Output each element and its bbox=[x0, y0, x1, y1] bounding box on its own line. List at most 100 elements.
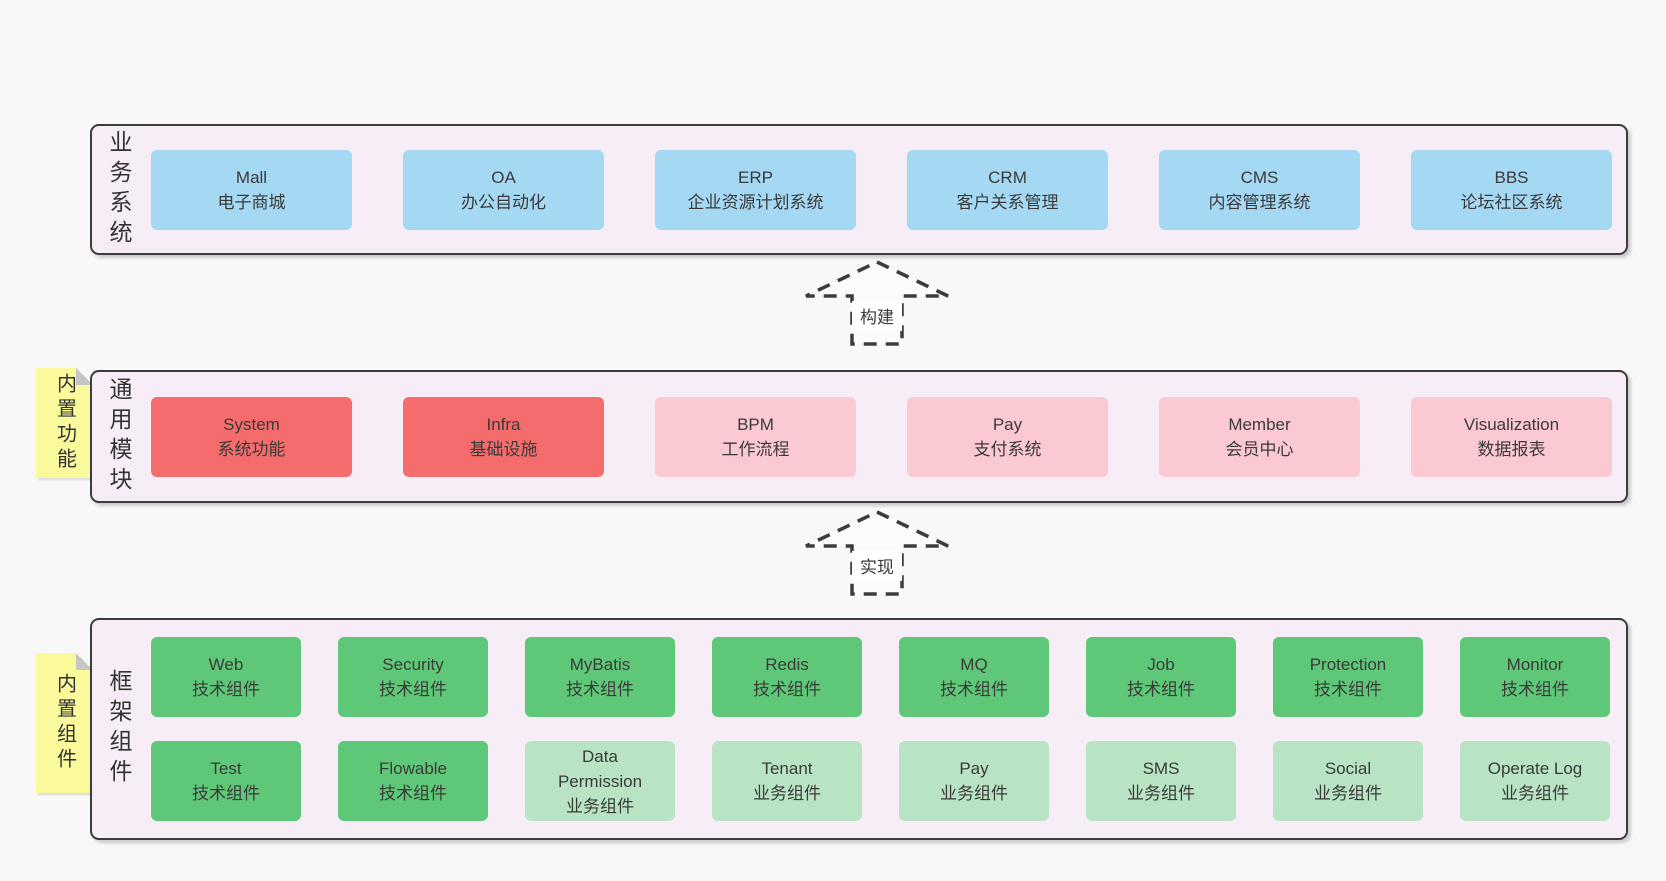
box-grid: Web 技术组件 Security 技术组件 MyBatis 技术组件 Redi… bbox=[151, 637, 1610, 821]
mybatis-box: MyBatis 技术组件 bbox=[525, 637, 675, 717]
protection-box: Protection 技术组件 bbox=[1273, 637, 1423, 717]
sticky-note-built-in-features: 内置功能 bbox=[36, 368, 93, 478]
box-subtitle: 业务组件 bbox=[1127, 784, 1195, 803]
monitor-box: Monitor 技术组件 bbox=[1460, 637, 1610, 717]
sticky-note-label: 内置组件 bbox=[53, 673, 76, 773]
box-title: Tenant bbox=[761, 759, 813, 778]
box-subtitle: 技术组件 bbox=[940, 680, 1008, 699]
box-title: Web bbox=[208, 655, 244, 674]
box-subtitle: 技术组件 bbox=[379, 680, 447, 699]
box-subtitle: 业务组件 bbox=[940, 784, 1008, 803]
box-title: Redis bbox=[765, 655, 809, 674]
box-title: Protection bbox=[1309, 655, 1387, 674]
box-title: MQ bbox=[960, 655, 988, 674]
bpm-box: BPM 工作流程 bbox=[655, 396, 856, 477]
box-title: Flowable bbox=[378, 759, 448, 778]
band-framework-components: 框架组件 Web 技术组件 Security 技术组件 MyBatis 技术组件… bbox=[90, 618, 1628, 840]
band-label: 业务系统 bbox=[106, 129, 132, 250]
box-subtitle: 会员中心 bbox=[1225, 439, 1294, 459]
arrow-label-bg bbox=[852, 551, 902, 581]
crm-box: CRM 客户关系管理 bbox=[907, 149, 1108, 230]
erp-box: ERP 企业资源计划系统 bbox=[655, 149, 856, 230]
band-business-systems: 业务系统 Mall 电子商城 OA 办公自动化 ERP 企业资源计划系统 CRM… bbox=[90, 124, 1628, 255]
data-permission-box: Data Permission 业务组件 bbox=[525, 741, 675, 821]
box-title: CRM bbox=[988, 167, 1027, 187]
band-label: 框架组件 bbox=[106, 669, 132, 789]
member-box: Member 会员中心 bbox=[1159, 396, 1360, 477]
box-title: System bbox=[223, 414, 280, 434]
visualization-box: Visualization 数据报表 bbox=[1411, 396, 1612, 477]
box-subtitle: 系统功能 bbox=[217, 439, 286, 459]
box-row: System 系统功能 Infra 基础设施 BPM 工作流程 Pay 支付系统… bbox=[151, 396, 1612, 477]
box-title: ERP bbox=[738, 167, 773, 187]
box-subtitle: 业务组件 bbox=[753, 784, 821, 803]
box-subtitle: 基础设施 bbox=[469, 439, 538, 459]
security-box: Security 技术组件 bbox=[338, 637, 488, 717]
infra-box: Infra 基础设施 bbox=[403, 396, 604, 477]
box-subtitle: 办公自动化 bbox=[461, 192, 546, 212]
box-subtitle: 客户关系管理 bbox=[956, 192, 1059, 212]
bbs-box: BBS 论坛社区系统 bbox=[1411, 149, 1612, 230]
social-box: Social 业务组件 bbox=[1273, 741, 1423, 821]
pay-component-box: Pay 业务组件 bbox=[899, 741, 1049, 821]
box-title: SMS bbox=[1142, 759, 1180, 778]
sms-box: SMS 业务组件 bbox=[1086, 741, 1236, 821]
job-box: Job 技术组件 bbox=[1086, 637, 1236, 717]
box-subtitle: 论坛社区系统 bbox=[1460, 192, 1563, 212]
box-title: Pay bbox=[959, 759, 989, 778]
oa-box: OA 办公自动化 bbox=[403, 149, 604, 230]
box-title: CMS bbox=[1240, 167, 1279, 187]
band-common-modules: 通用模块 System 系统功能 Infra 基础设施 BPM 工作流程 Pay… bbox=[90, 370, 1628, 503]
box-subtitle: 业务组件 bbox=[1314, 784, 1382, 803]
mq-box: MQ 技术组件 bbox=[899, 637, 1049, 717]
test-box: Test 技术组件 bbox=[151, 741, 301, 821]
box-subtitle: 技术组件 bbox=[1501, 680, 1569, 699]
box-title: Visualization bbox=[1463, 414, 1560, 434]
arrow-label-bg bbox=[852, 301, 902, 331]
pay-box: Pay 支付系统 bbox=[907, 396, 1108, 477]
folded-corner-icon bbox=[76, 653, 93, 670]
web-box: Web 技术组件 bbox=[151, 637, 301, 717]
box-subtitle: 技术组件 bbox=[566, 680, 634, 699]
box-title: Member bbox=[1228, 414, 1291, 434]
box-title: Test bbox=[210, 759, 242, 778]
box-subtitle: 支付系统 bbox=[973, 439, 1042, 459]
box-subtitle: 内容管理系统 bbox=[1208, 192, 1311, 212]
folded-corner-icon bbox=[76, 368, 93, 385]
box-subtitle: 技术组件 bbox=[192, 680, 260, 699]
redis-box: Redis 技术组件 bbox=[712, 637, 862, 717]
box-subtitle: 数据报表 bbox=[1477, 439, 1546, 459]
box-title: OA bbox=[491, 167, 516, 187]
box-title: MyBatis bbox=[569, 655, 631, 674]
box-title: Infra bbox=[486, 414, 521, 434]
box-subtitle: 技术组件 bbox=[192, 784, 260, 803]
box-subtitle: 电子商城 bbox=[217, 192, 286, 212]
sticky-note-built-in-components: 内置组件 bbox=[36, 653, 93, 793]
box-title: BPM bbox=[737, 414, 774, 434]
box-subtitle: 业务组件 bbox=[1501, 784, 1569, 803]
box-title: Pay bbox=[992, 414, 1023, 434]
box-subtitle: 技术组件 bbox=[1314, 680, 1382, 699]
box-title: Security bbox=[382, 655, 444, 674]
band-label: 通用模块 bbox=[106, 376, 132, 497]
implement-arrow-icon: 实现 bbox=[805, 510, 949, 596]
build-arrow-icon: 构建 bbox=[805, 260, 949, 346]
arrow-label: 实现 bbox=[860, 558, 894, 577]
box-title: Job bbox=[1147, 655, 1175, 674]
box-subtitle: 业务组件 bbox=[566, 796, 634, 816]
operate-log-box: Operate Log 业务组件 bbox=[1460, 741, 1610, 821]
arrow-label: 构建 bbox=[860, 308, 894, 327]
box-subtitle: 技术组件 bbox=[379, 784, 447, 803]
box-title: Mall bbox=[235, 167, 268, 187]
box-subtitle: 企业资源计划系统 bbox=[687, 192, 824, 212]
box-title: Operate Log bbox=[1487, 759, 1583, 778]
cms-box: CMS 内容管理系统 bbox=[1159, 149, 1360, 230]
box-title: Social bbox=[1324, 759, 1372, 778]
box-row: Mall 电子商城 OA 办公自动化 ERP 企业资源计划系统 CRM 客户关系… bbox=[151, 149, 1612, 230]
box-subtitle: 工作流程 bbox=[721, 439, 790, 459]
box-title: Data Permission bbox=[557, 746, 643, 791]
box-title: BBS bbox=[1494, 167, 1529, 187]
tenant-box: Tenant 业务组件 bbox=[712, 741, 862, 821]
sticky-note-label: 内置功能 bbox=[53, 373, 76, 473]
